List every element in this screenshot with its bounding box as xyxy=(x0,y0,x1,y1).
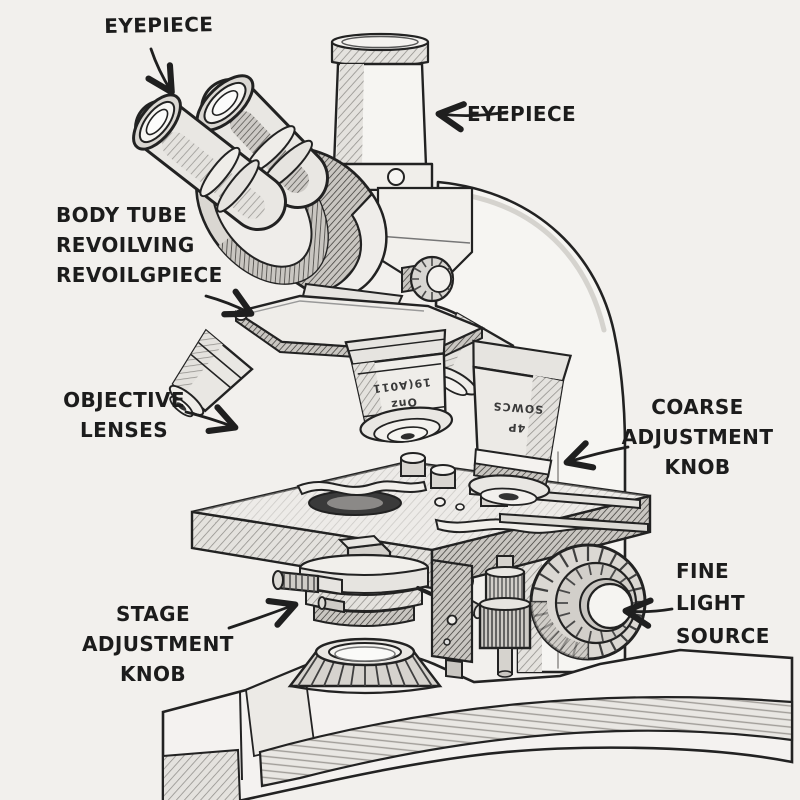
arrow-fine-light-source xyxy=(622,597,674,629)
label-objective-lenses: OBJECTIVE LENSES xyxy=(63,388,185,442)
stage-rail-lower xyxy=(499,512,649,534)
objective-right: SOWCS 4P xyxy=(468,339,573,506)
arrow-body-tube xyxy=(204,288,255,318)
arrow-stage-adjustment xyxy=(227,597,299,630)
condenser-focus-rack xyxy=(478,555,532,678)
label-eyepiece-top: EYEPIECE xyxy=(104,12,214,38)
label-stage-adjustment: STAGE ADJUSTMENT KNOB xyxy=(82,602,234,686)
stage-screw-2 xyxy=(455,503,465,511)
label-coarse-adjustment: COARSE ADJUSTMENT KNOB xyxy=(621,395,774,479)
label-body-tube: BODY TUBE REVOILVING REVOILGPIECE xyxy=(56,203,223,287)
condenser-handle-left xyxy=(272,570,343,596)
arrow-coarse-adjustment xyxy=(563,440,630,471)
eyepiece-tube-front xyxy=(132,93,287,231)
head-side-knob xyxy=(401,255,455,303)
stage-knob-1 xyxy=(400,452,426,477)
condenser-bracket xyxy=(430,558,474,680)
objective-right-marking-2: 4P xyxy=(507,421,526,435)
eyepiece-tube-rear xyxy=(195,74,329,209)
coarse-fine-knob xyxy=(529,543,647,661)
arrow-eyepiece-top xyxy=(145,47,175,96)
stage-knob-2 xyxy=(430,464,456,489)
stage-clip-left xyxy=(296,480,428,497)
base xyxy=(161,648,794,800)
arrow-eyepiece-right xyxy=(435,101,509,133)
objective-left xyxy=(168,328,254,418)
label-eyepiece-right: EYEPIECE xyxy=(467,102,577,126)
label-fine-light-source: FINE LIGHT SOURCE xyxy=(676,559,770,648)
illuminator-collar xyxy=(287,637,443,695)
stage-screw-1 xyxy=(434,497,446,507)
objective-center: 19(A011 Onz xyxy=(344,328,454,443)
arrow-objective-lenses xyxy=(184,404,239,435)
annotation-arrows xyxy=(145,47,674,630)
objective-right-marking-1: SOWCS xyxy=(492,399,543,415)
condenser-pin-3 xyxy=(317,596,345,614)
